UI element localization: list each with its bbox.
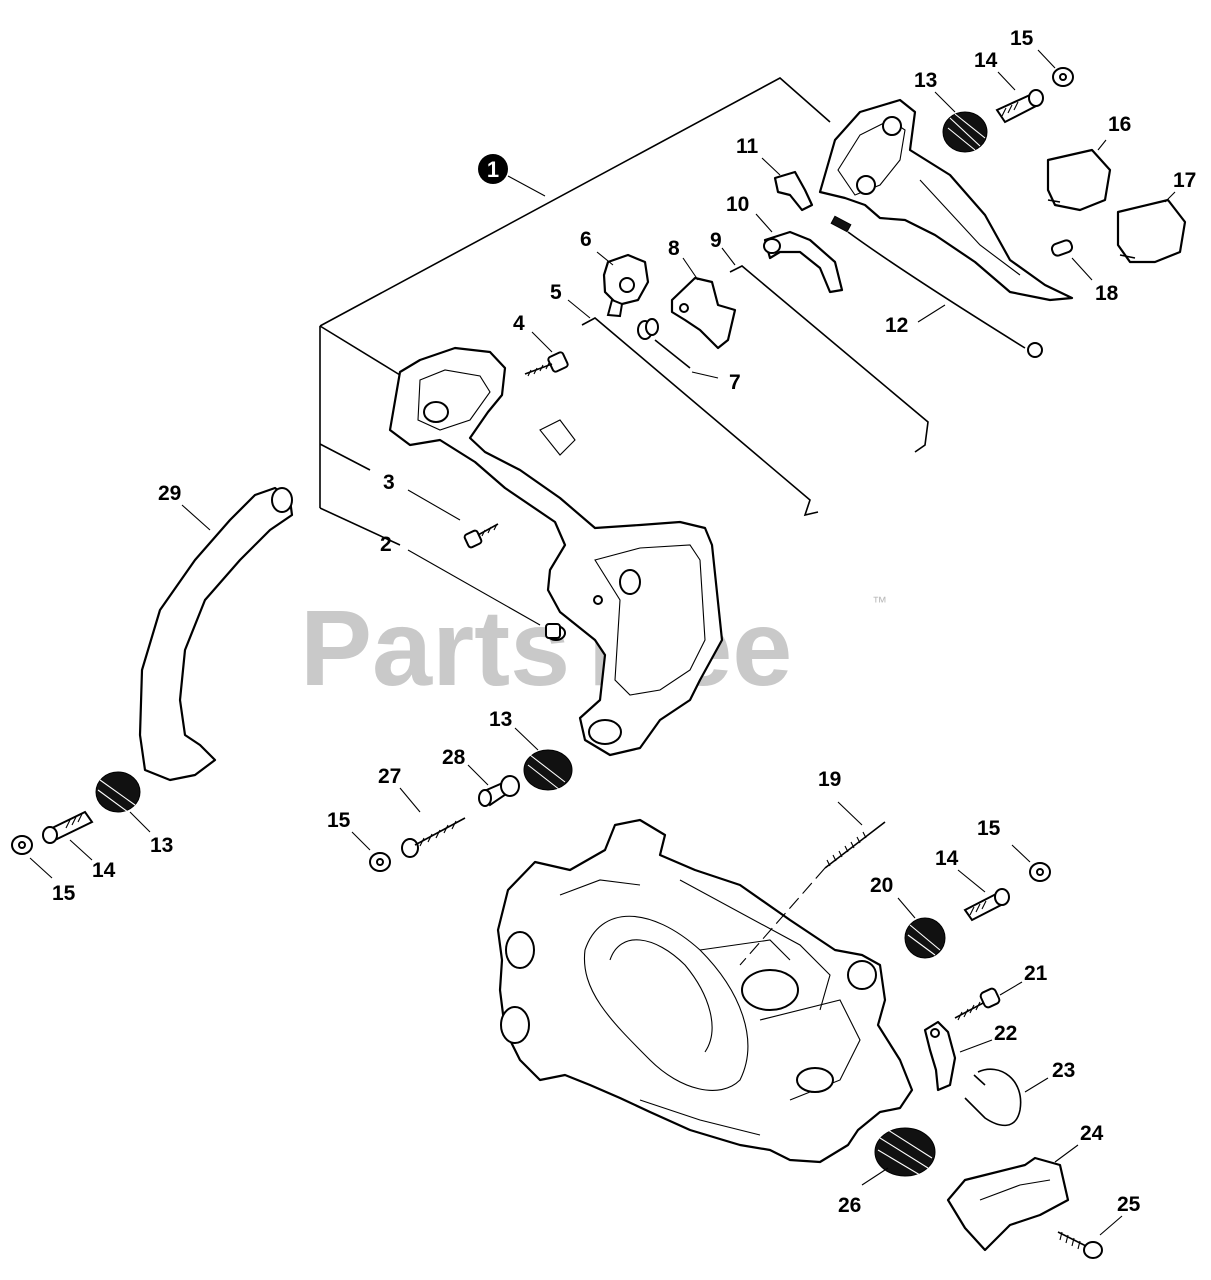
label-21[interactable]: 21	[1024, 962, 1048, 985]
part-5-rod[interactable]	[581, 317, 819, 517]
label-14-left[interactable]: 14	[92, 859, 116, 882]
label-22[interactable]: 22	[994, 1022, 1017, 1045]
assembly-badge[interactable]: 1	[478, 154, 508, 184]
label-5[interactable]: 5	[550, 281, 562, 304]
label-16[interactable]: 16	[1108, 113, 1131, 136]
part-15-washer-middle[interactable]	[369, 852, 391, 872]
label-15-upper[interactable]: 15	[1010, 27, 1034, 50]
label-10[interactable]: 10	[726, 193, 749, 216]
label-19[interactable]: 19	[818, 768, 841, 791]
label-20[interactable]: 20	[870, 874, 893, 897]
part-14-bolt-upper[interactable]	[995, 89, 1044, 124]
part-25-bolt[interactable]	[1057, 1231, 1103, 1259]
label-15-middle[interactable]: 15	[327, 809, 351, 832]
part-12-cable[interactable]	[830, 215, 1043, 358]
rear-handle-frame[interactable]	[388, 346, 724, 757]
part-23-clip[interactable]	[964, 1068, 1022, 1127]
label-18[interactable]: 18	[1095, 282, 1119, 305]
label-13-upper[interactable]: 13	[914, 69, 937, 92]
part-14-bolt-left[interactable]	[42, 810, 94, 844]
callout-labels: 2 3 4 5 6 7 8 9 10 11 12 13 13 13 14 14 …	[52, 27, 1196, 1217]
part-3-screw[interactable]	[463, 523, 499, 549]
handle-cover-upper[interactable]	[818, 98, 1074, 302]
label-15-right[interactable]: 15	[977, 817, 1001, 840]
label-3[interactable]: 3	[383, 471, 395, 494]
label-28[interactable]: 28	[442, 746, 466, 769]
label-24[interactable]: 24	[1080, 1122, 1104, 1145]
label-25[interactable]: 25	[1117, 1193, 1141, 1216]
label-15-left[interactable]: 15	[52, 882, 76, 905]
part-28-sleeve[interactable]	[478, 775, 520, 807]
part-11-plate[interactable]	[773, 170, 814, 212]
svg-text:1: 1	[487, 157, 499, 182]
part-13-buffer-upper[interactable]	[942, 111, 988, 153]
part-4-screw[interactable]	[524, 351, 569, 377]
part-26-buffer[interactable]	[874, 1127, 936, 1177]
part-13-buffer-left[interactable]	[95, 771, 141, 813]
label-8[interactable]: 8	[668, 237, 680, 260]
part-15-washer-upper[interactable]	[1052, 67, 1074, 87]
label-2[interactable]: 2	[380, 533, 392, 556]
assembly-box-outline	[319, 77, 831, 546]
label-7[interactable]: 7	[729, 371, 741, 394]
part-16-cap[interactable]	[1046, 148, 1112, 212]
part-20-buffer[interactable]	[904, 917, 946, 959]
part-8-block[interactable]	[670, 276, 737, 350]
part-15-washer-left[interactable]	[11, 835, 33, 855]
part-18-plug[interactable]	[1050, 239, 1074, 257]
part-29-front-handle[interactable]	[138, 486, 294, 782]
label-4[interactable]: 4	[513, 312, 525, 335]
label-27[interactable]: 27	[378, 765, 401, 788]
part-13-buffer-middle[interactable]	[523, 749, 573, 791]
part-17-cap[interactable]	[1116, 198, 1187, 264]
label-17[interactable]: 17	[1173, 169, 1196, 192]
label-14-upper[interactable]: 14	[974, 49, 998, 72]
label-23[interactable]: 23	[1052, 1059, 1075, 1082]
label-29[interactable]: 29	[158, 482, 181, 505]
part-6-cam[interactable]	[602, 253, 650, 318]
crankcase-body[interactable]	[496, 818, 914, 1164]
part-14-bolt-right[interactable]	[963, 888, 1010, 922]
part-22-bracket[interactable]	[923, 1020, 957, 1092]
label-13-middle[interactable]: 13	[489, 708, 512, 731]
part-2-pin[interactable]	[545, 623, 566, 641]
part-10-trigger[interactable]	[763, 230, 844, 294]
label-12[interactable]: 12	[885, 314, 908, 337]
part-15-washer-right[interactable]	[1029, 862, 1051, 882]
label-11[interactable]: 11	[736, 135, 759, 158]
part-27-bolt[interactable]	[401, 817, 466, 858]
part-9-wire[interactable]	[729, 265, 929, 453]
part-7-spring[interactable]	[637, 318, 691, 369]
watermark-trademark: ™	[872, 594, 887, 611]
part-19-stud[interactable]	[739, 821, 886, 966]
label-26[interactable]: 26	[838, 1194, 861, 1217]
label-6[interactable]: 6	[580, 228, 592, 251]
part-24-cover[interactable]	[946, 1156, 1070, 1252]
part-21-bolt[interactable]	[954, 987, 1001, 1021]
label-14-right[interactable]: 14	[935, 847, 959, 870]
label-9[interactable]: 9	[710, 229, 722, 252]
label-13-left[interactable]: 13	[150, 834, 173, 857]
